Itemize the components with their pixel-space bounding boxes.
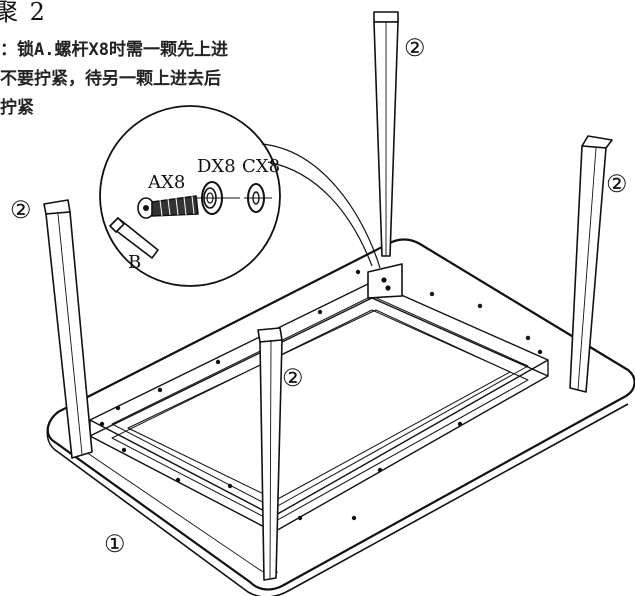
leg-right — [569, 135, 613, 393]
flat-washer-cx8 — [244, 183, 272, 213]
label-ax8: AX8 — [148, 172, 186, 193]
step-title: 聚 2 — [0, 0, 47, 26]
note-line-2: 不要拧紧，待另一颗上进去后 — [0, 69, 221, 89]
leg-rear — [373, 11, 399, 257]
callout-leg-front: ② — [282, 364, 304, 392]
instruction-note: ：锁A.螺杆X8时需一颗先上进 不要拧紧，待另一颗上进去后 拧紧 — [0, 36, 320, 123]
tabletop — [46, 238, 635, 596]
note-line-1: ：锁A.螺杆X8时需一颗先上进 — [0, 40, 228, 60]
callout-leg-rear: ② — [404, 34, 426, 62]
corner-bracket — [367, 263, 403, 299]
spring-washer-dx8 — [196, 181, 240, 215]
callout-tabletop: ① — [104, 530, 126, 558]
bolt-ax8 — [137, 195, 199, 219]
detail-callout — [99, 105, 381, 287]
allen-key-b — [109, 217, 159, 259]
callout-leg-right: ② — [606, 170, 628, 198]
callout-leg-left: ② — [10, 196, 32, 224]
label-cx8: CX8 — [242, 156, 281, 177]
leg-left — [43, 199, 93, 459]
leg-front — [257, 327, 283, 581]
apron-frame — [89, 281, 549, 533]
note-line-3: 拧紧 — [0, 98, 34, 118]
label-dx8: DX8 — [197, 156, 236, 177]
label-b: B — [128, 252, 142, 273]
